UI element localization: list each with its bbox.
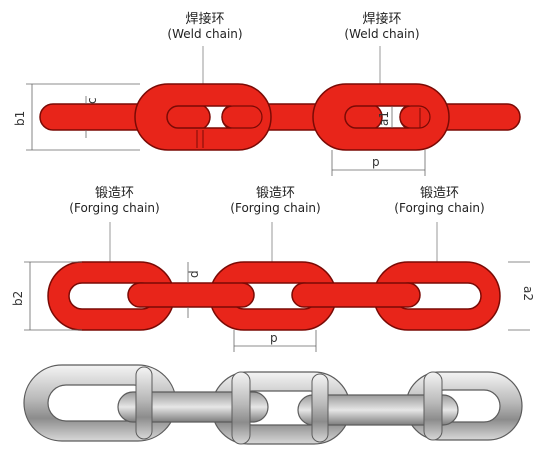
weld-label-1: 焊接环 (Weld chain) <box>145 12 265 42</box>
forging-label-1: 锻造环 (Forging chain) <box>52 186 177 216</box>
weld-label-2-cn: 焊接环 <box>362 12 402 27</box>
weld-label-1-en: (Weld chain) <box>167 27 243 41</box>
dim-d: d <box>187 270 201 278</box>
dim-p-weld: p <box>372 155 380 169</box>
dim-b1: b1 <box>13 111 27 126</box>
forging-side-link-2 <box>291 282 421 308</box>
dim-a2: a2 <box>521 286 535 301</box>
forging-label-3-en: (Forging chain) <box>394 201 485 215</box>
weld-label-2-en: (Weld chain) <box>344 27 420 41</box>
forging-face-link-1 <box>47 261 175 331</box>
forging-label-3-cn: 锻造环 <box>419 186 459 201</box>
forging-label-2-cn: 锻造环 <box>255 186 295 201</box>
forging-label-2-en: (Forging chain) <box>230 201 321 215</box>
weld-label-2: 焊接环 (Weld chain) <box>322 12 442 42</box>
label-leaders <box>109 46 438 262</box>
dim-a1: a1 <box>377 111 391 126</box>
dim-b2: b2 <box>11 291 25 306</box>
forging-label-1-cn: 锻造环 <box>94 186 134 201</box>
steel-side-link-2 <box>297 394 459 426</box>
forging-dimensions <box>24 261 530 352</box>
forging-label-1-en: (Forging chain) <box>69 201 160 215</box>
dim-c: c <box>85 97 99 104</box>
steel-side-link-1 <box>117 391 269 423</box>
forging-chain <box>47 261 501 331</box>
weld-dimensions <box>26 83 426 176</box>
dim-p-forging: p <box>270 331 278 345</box>
steel-chain-photo <box>23 364 523 445</box>
forging-label-2: 锻造环 (Forging chain) <box>213 186 338 216</box>
forging-label-3: 锻造环 (Forging chain) <box>377 186 502 216</box>
weld-chain <box>39 83 521 151</box>
weld-side-link-1 <box>39 103 211 131</box>
weld-label-1-cn: 焊接环 <box>185 12 225 27</box>
forging-side-link-1 <box>127 282 255 308</box>
